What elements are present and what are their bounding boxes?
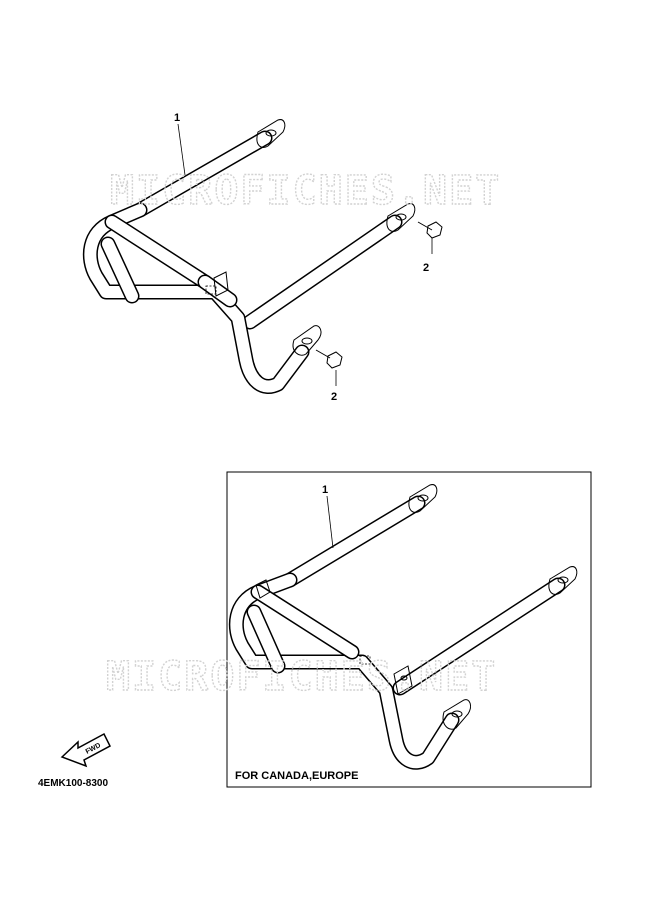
inset-note: FOR CANADA,EUROPE	[235, 770, 358, 782]
callout-2: 2	[423, 262, 429, 274]
callout-1: 1	[322, 484, 328, 496]
bolt-icon	[417, 221, 443, 254]
callout-1: 1	[174, 112, 180, 124]
fwd-arrow-icon: FWD	[60, 732, 111, 768]
inset-box: 1 FOR CANADA,EUROPE	[226, 471, 592, 788]
bolt-icon	[315, 349, 343, 386]
upper-assembly: 1 2 2	[82, 112, 443, 403]
diagram-code: 4EMK100-8300	[38, 778, 108, 789]
watermark: MICROFICHES.NET	[110, 168, 501, 214]
watermark: MICROFICHES.NET	[106, 654, 497, 700]
callout-2: 2	[331, 391, 337, 403]
